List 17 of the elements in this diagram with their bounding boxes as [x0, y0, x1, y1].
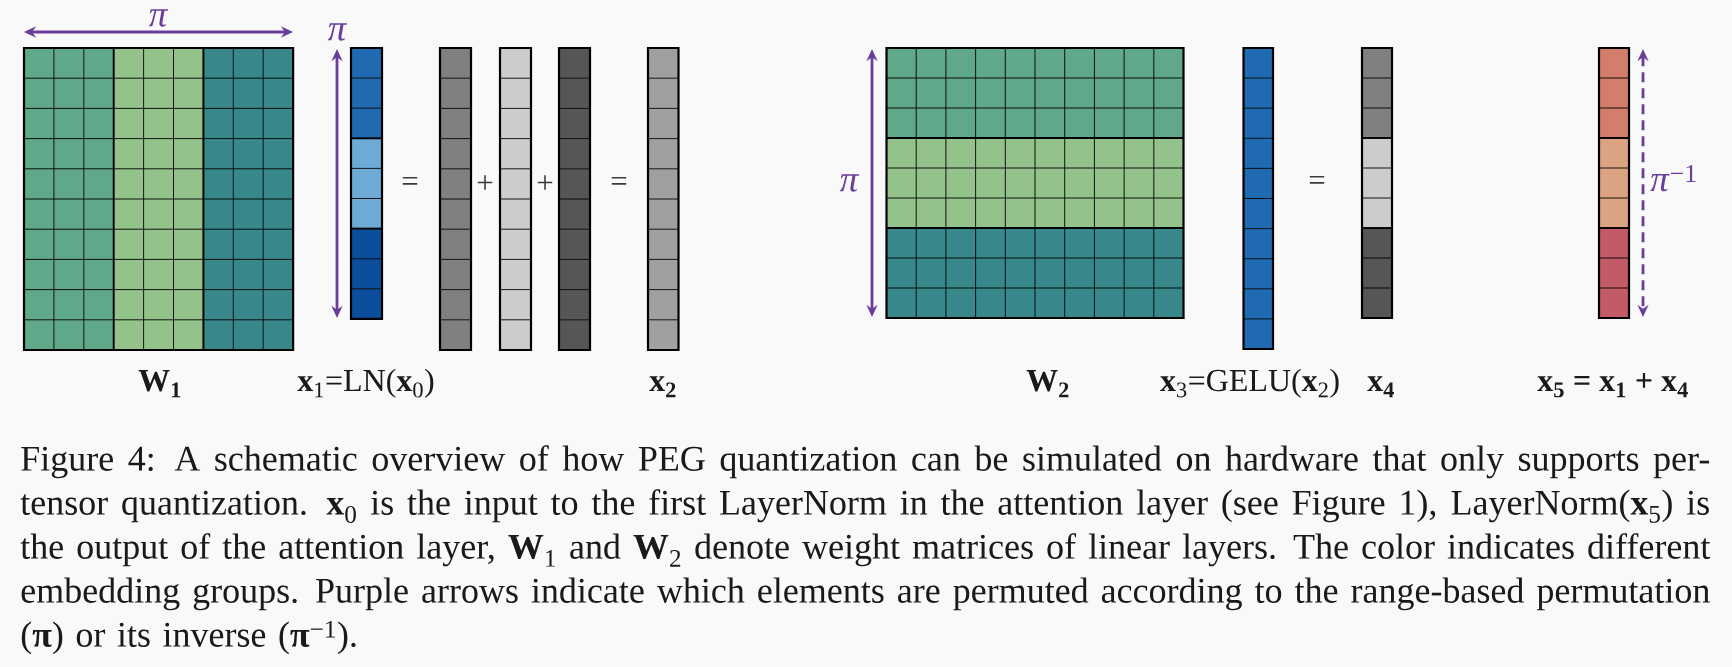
vector-label: x$_{2}$	[649, 376, 676, 398]
vector-bar	[498, 46, 533, 352]
operator-sign: +	[537, 175, 553, 190]
operator-sign: =	[611, 176, 627, 185]
vector-label: x$_{1}$=LN(x$_{0}$)	[297, 368, 434, 398]
vector-label: x$_{3}$=GELU(x$_{2}$)	[1160, 368, 1339, 398]
matrix-label: W$_{1}$	[138, 370, 181, 398]
permutation-symbol: π	[327, 23, 348, 41]
operator-sign: =	[402, 176, 418, 185]
figure-caption: Figure 4: A schematic overview of how PEG quantization can be simulated on hardware that only supports per-tensor quantization. x$_{0}$ is the input to the first LayerNorm in the attention layer (see Figure 1), LayerNorm(x$_{5}$) is the output of the attention layer, W$_{1}$ and W$_{2}$ denote weight matrices of linear layers. The color indicates different embedding groups. Purple arrows indicate which elements are permuted according to the range-based permutation (π) or its inverse (π$^{−1}$).	[20, 445, 1711, 655]
operator-sign: =	[1309, 175, 1325, 184]
operator-sign: +	[477, 175, 493, 190]
vector-bar	[438, 46, 473, 352]
vector-label: x$_{5}$ = x$_{1}$ + x$_{4}$	[1537, 372, 1688, 398]
matrix-label: W$_{2}$	[1026, 370, 1069, 398]
vector-label: x$_{4}$	[1367, 376, 1394, 398]
vector-bar	[557, 46, 592, 352]
